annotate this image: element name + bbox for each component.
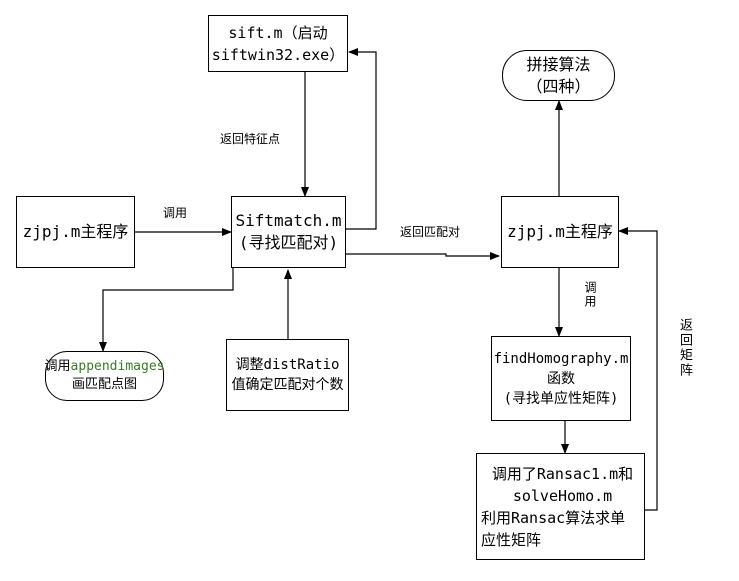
findhomography-line2: 函数 — [547, 370, 575, 387]
node-zjpj-main-right: zjpj.m主程序 — [501, 196, 619, 268]
siftmatch-line2: (寻找匹配对) — [238, 233, 339, 252]
node-distratio: 调整distRatio 值确定匹配对个数 — [226, 339, 349, 411]
ransac-line3: 利用Ransac算法求单 — [481, 508, 626, 527]
label-return-features: 返回特征点 — [220, 132, 281, 146]
zjpj-main-right-label: zjpj.m主程序 — [507, 222, 613, 241]
siftmatch-line1: Siftmatch.m — [235, 211, 342, 230]
ransac-line1: 调用了Ransac1.m和 — [491, 464, 634, 483]
appendimages-line1: 调用appendimages — [45, 358, 165, 376]
node-ransac: 调用了Ransac1.m和 solveHomo.m 利用Ransac算法求单 应… — [476, 453, 645, 560]
sift-m-line2: siftwin32.exe） — [211, 45, 345, 64]
edge-siftmatch-to-main-right — [346, 252, 500, 260]
findhomography-line1: findHomography.m — [493, 350, 629, 367]
node-zjpj-main-left: zjpj.m主程序 — [16, 196, 135, 268]
distratio-line1: 调整distRatio — [235, 357, 340, 373]
ransac-line4: 应性矩阵 — [481, 530, 542, 549]
ransac-line2: solveHomo.m — [512, 486, 613, 505]
zjpj-main-left-label: zjpj.m主程序 — [22, 222, 129, 241]
sift-m-line1: sift.m（启动 — [228, 23, 328, 42]
label-call-right: 调用 — [583, 281, 597, 309]
appendimages-func: appendimages — [70, 359, 165, 374]
node-sift-m: sift.m（启动 siftwin32.exe） — [208, 15, 348, 72]
edge-siftmatch-to-appendimages — [99, 268, 234, 352]
edge-ransac-to-main-right — [618, 227, 658, 511]
findhomography-line3: (寻找单应性矩阵) — [503, 390, 619, 407]
distratio-line2: 值确定匹配对个数 — [231, 377, 344, 393]
label-return-matches: 返回匹配对 — [400, 225, 461, 239]
appendimages-line2: 画匹配点图 — [71, 377, 137, 392]
edge-siftmatch-to-sift — [346, 48, 377, 230]
appendimages-prefix: 调用 — [44, 359, 71, 374]
stitching-line1: 拼接算法 — [526, 54, 591, 74]
node-siftmatch: Siftmatch.m (寻找匹配对) — [231, 196, 346, 268]
node-findhomography: findHomography.m 函数 (寻找单应性矩阵) — [491, 336, 631, 421]
label-return-matrix: 返回矩阵 — [677, 318, 692, 378]
label-call-left: 调用 — [163, 206, 188, 220]
node-appendimages: 调用appendimages 画匹配点图 — [45, 351, 164, 401]
node-stitching: 拼接算法 （四种） — [502, 50, 615, 101]
stitching-line2: （四种） — [526, 76, 591, 96]
